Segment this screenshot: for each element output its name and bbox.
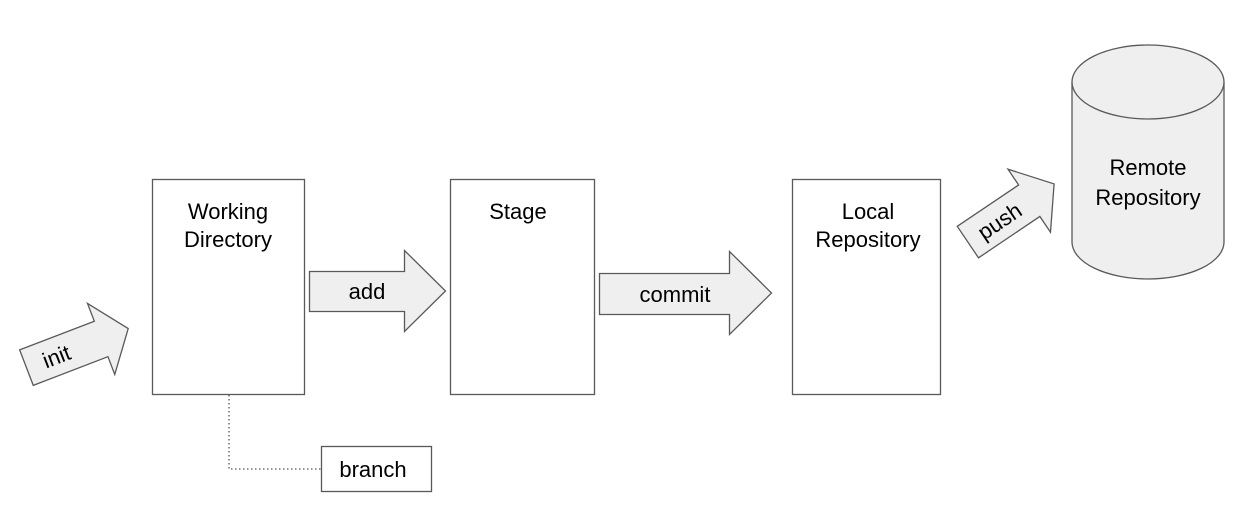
remote-repository-label-line2: Repository xyxy=(1095,185,1200,210)
push-arrow: push xyxy=(956,168,1055,259)
branch-label: branch xyxy=(339,457,406,482)
working-directory-node: Working Directory xyxy=(151,178,306,396)
branch-box xyxy=(320,445,433,493)
working-directory-label-line1: Working xyxy=(188,199,268,224)
local-repository-node: Local Repository xyxy=(791,178,942,396)
remote-repository-label-line1: Remote xyxy=(1109,155,1186,180)
working-directory-box xyxy=(151,178,306,396)
init-arrow: init xyxy=(18,301,129,387)
local-repository-box xyxy=(791,178,942,396)
commit-arrow-label: commit xyxy=(640,282,711,307)
push-arrow-shape xyxy=(956,168,1055,259)
branch-node: branch xyxy=(320,445,433,493)
stage-box xyxy=(449,178,596,396)
init-arrow-shape xyxy=(18,301,129,387)
branch-connector xyxy=(228,395,322,470)
stage-node: Stage xyxy=(449,178,596,396)
local-repository-label-line1: Local xyxy=(842,199,895,224)
add-arrow: add xyxy=(308,248,447,334)
remote-repository-node: Remote Repository xyxy=(1071,44,1225,280)
remote-repository-cylinder-top xyxy=(1071,81,1225,120)
working-directory-label-line2: Directory xyxy=(184,227,272,252)
commit-arrow: commit xyxy=(598,249,773,337)
add-arrow-shape xyxy=(308,248,447,334)
add-arrow-label: add xyxy=(349,279,386,304)
local-repository-label-line2: Repository xyxy=(815,227,920,252)
stage-label: Stage xyxy=(489,199,547,224)
commit-arrow-shape xyxy=(598,249,773,337)
